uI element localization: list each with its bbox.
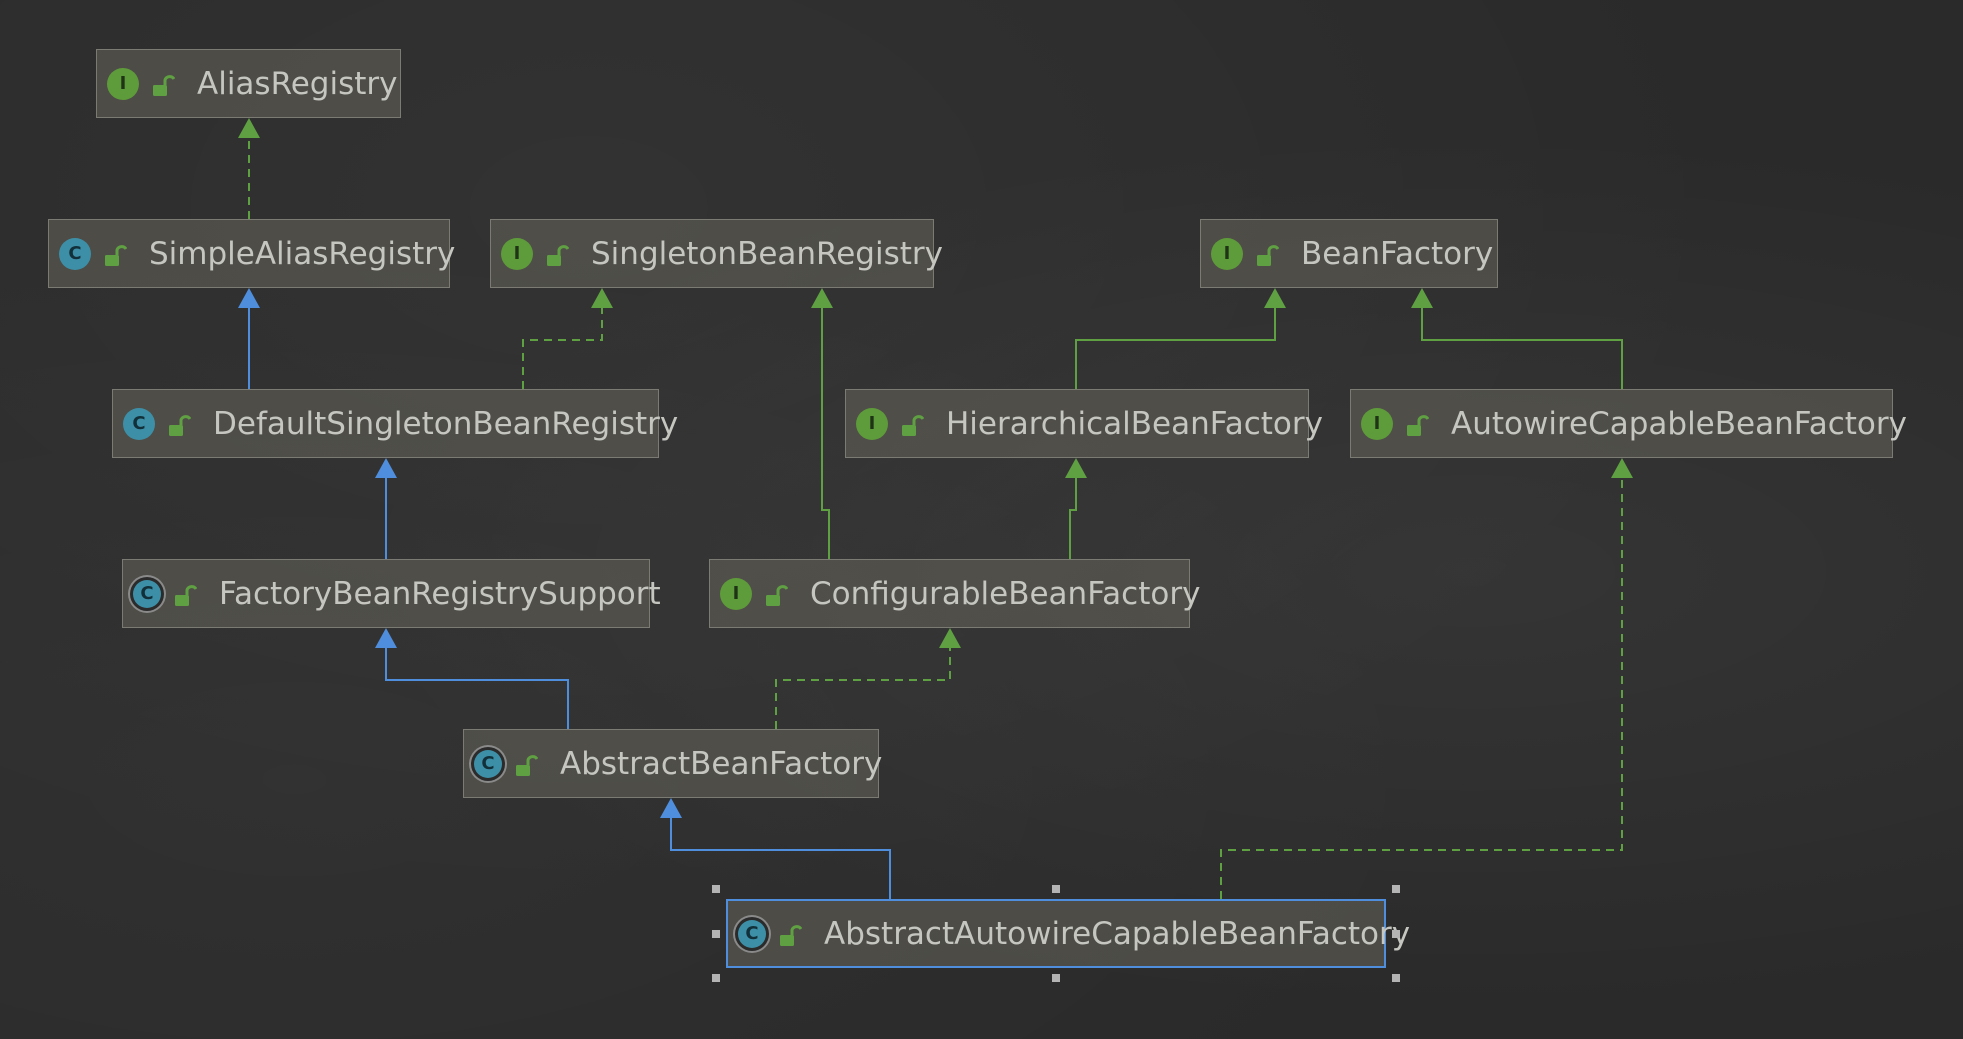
public-lock-icon bbox=[543, 241, 570, 267]
edge-line bbox=[1220, 476, 1623, 899]
edge-FactoryBeanRegistrySupport-to-DefaultSingletonBeanRegistry bbox=[375, 458, 397, 559]
class-node-label: AliasRegistry bbox=[197, 65, 398, 102]
selection-resize-handle[interactable] bbox=[1392, 974, 1400, 982]
edge-line bbox=[1421, 306, 1623, 389]
class-node-label: SingletonBeanRegistry bbox=[591, 235, 943, 272]
class-node-AutowireCapableBeanFactory[interactable]: I AutowireCapableBeanFactory bbox=[1350, 389, 1907, 458]
class-node-label: SimpleAliasRegistry bbox=[149, 235, 456, 272]
edge-HierarchicalBeanFactory-to-BeanFactory bbox=[1075, 288, 1286, 389]
class-node-AbstractBeanFactory[interactable]: C AbstractBeanFactory bbox=[463, 729, 883, 798]
selection-resize-handle[interactable] bbox=[1052, 885, 1060, 893]
class-node-label: FactoryBeanRegistrySupport bbox=[219, 575, 661, 612]
edge-ConfigurableBeanFactory-to-SingletonBeanRegistry bbox=[811, 288, 833, 559]
arrow-head-icon bbox=[660, 798, 682, 818]
edge-line bbox=[670, 816, 891, 899]
abstract-class-icon: C bbox=[474, 749, 502, 778]
arrow-head-icon bbox=[238, 288, 260, 308]
class-node-HierarchicalBeanFactory[interactable]: I HierarchicalBeanFactory bbox=[845, 389, 1323, 458]
arrow-head-icon bbox=[375, 628, 397, 648]
class-node-FactoryBeanRegistrySupport[interactable]: C FactoryBeanRegistrySupport bbox=[122, 559, 661, 628]
interface-icon: I bbox=[856, 407, 888, 440]
edge-AbstractBeanFactory-to-ConfigurableBeanFactory bbox=[775, 628, 961, 729]
edge-AbstractAutowireCapableBeanFactory-to-AutowireCapableBeanFactory bbox=[1220, 458, 1633, 899]
class-node-DefaultSingletonBeanRegistry[interactable]: C DefaultSingletonBeanRegistry bbox=[112, 389, 678, 458]
class-node-ConfigurableBeanFactory[interactable]: I ConfigurableBeanFactory bbox=[709, 559, 1200, 628]
interface-icon: I bbox=[720, 577, 752, 610]
public-lock-icon bbox=[512, 751, 539, 777]
interface-icon: I bbox=[501, 237, 533, 270]
edge-AbstractAutowireCapableBeanFactory-to-AbstractBeanFactory bbox=[660, 798, 891, 899]
edge-line bbox=[1069, 476, 1077, 559]
edge-line bbox=[522, 306, 603, 389]
arrow-head-icon bbox=[1264, 288, 1286, 308]
abstract-class-icon: C bbox=[738, 919, 766, 948]
selection-resize-handle[interactable] bbox=[1392, 929, 1400, 938]
class-icon: C bbox=[59, 237, 91, 270]
interface-icon: I bbox=[107, 67, 139, 100]
public-lock-icon bbox=[898, 411, 925, 437]
class-node-BeanFactory[interactable]: I BeanFactory bbox=[1200, 219, 1498, 288]
arrow-head-icon bbox=[939, 628, 961, 648]
selection-resize-handle[interactable] bbox=[1052, 974, 1060, 982]
public-lock-icon bbox=[149, 71, 176, 97]
public-lock-icon bbox=[1403, 411, 1430, 437]
class-icon: C bbox=[123, 407, 155, 440]
selection-resize-handle[interactable] bbox=[712, 929, 720, 938]
edge-AbstractBeanFactory-to-FactoryBeanRegistrySupport bbox=[375, 628, 569, 729]
class-node-label: AbstractBeanFactory bbox=[560, 745, 883, 782]
class-node-SimpleAliasRegistry[interactable]: C SimpleAliasRegistry bbox=[48, 219, 455, 288]
public-lock-icon bbox=[762, 581, 789, 607]
edge-SimpleAliasRegistry-to-AliasRegistry bbox=[238, 118, 260, 219]
selection-resize-handle[interactable] bbox=[1392, 885, 1400, 893]
public-lock-icon bbox=[776, 921, 803, 947]
class-node-AliasRegistry[interactable]: I AliasRegistry bbox=[96, 49, 401, 118]
edge-ConfigurableBeanFactory-to-HierarchicalBeanFactory bbox=[1065, 458, 1087, 559]
edge-DefaultSingletonBeanRegistry-to-SimpleAliasRegistry bbox=[238, 288, 260, 389]
edge-DefaultSingletonBeanRegistry-to-SingletonBeanRegistry bbox=[522, 288, 613, 389]
interface-icon: I bbox=[1361, 407, 1393, 440]
arrow-head-icon bbox=[375, 458, 397, 478]
selection-resize-handle[interactable] bbox=[712, 974, 720, 982]
public-lock-icon bbox=[101, 241, 128, 267]
arrow-head-icon bbox=[811, 288, 833, 308]
arrow-head-icon bbox=[1411, 288, 1433, 308]
edge-line bbox=[821, 306, 830, 559]
class-node-label: DefaultSingletonBeanRegistry bbox=[213, 405, 679, 442]
abstract-class-icon: C bbox=[133, 579, 161, 608]
class-node-AbstractAutowireCapableBeanFactory[interactable]: C AbstractAutowireCapableBeanFactory bbox=[726, 899, 1410, 968]
arrow-head-icon bbox=[591, 288, 613, 308]
class-node-label: ConfigurableBeanFactory bbox=[810, 575, 1201, 612]
public-lock-icon bbox=[1253, 241, 1280, 267]
public-lock-icon bbox=[165, 411, 192, 437]
arrow-head-icon bbox=[238, 118, 260, 138]
arrow-head-icon bbox=[1065, 458, 1087, 478]
edge-line bbox=[385, 646, 569, 729]
class-node-label: AbstractAutowireCapableBeanFactory bbox=[824, 915, 1411, 952]
class-node-label: AutowireCapableBeanFactory bbox=[1451, 405, 1907, 442]
selection-resize-handle[interactable] bbox=[712, 885, 720, 893]
edge-AutowireCapableBeanFactory-to-BeanFactory bbox=[1411, 288, 1623, 389]
edge-line bbox=[775, 646, 951, 729]
edge-line bbox=[1075, 306, 1276, 389]
public-lock-icon bbox=[171, 581, 198, 607]
arrow-head-icon bbox=[1611, 458, 1633, 478]
class-node-SingletonBeanRegistry[interactable]: I SingletonBeanRegistry bbox=[490, 219, 943, 288]
class-node-label: BeanFactory bbox=[1301, 235, 1494, 272]
class-node-label: HierarchicalBeanFactory bbox=[946, 405, 1323, 442]
interface-icon: I bbox=[1211, 237, 1243, 270]
